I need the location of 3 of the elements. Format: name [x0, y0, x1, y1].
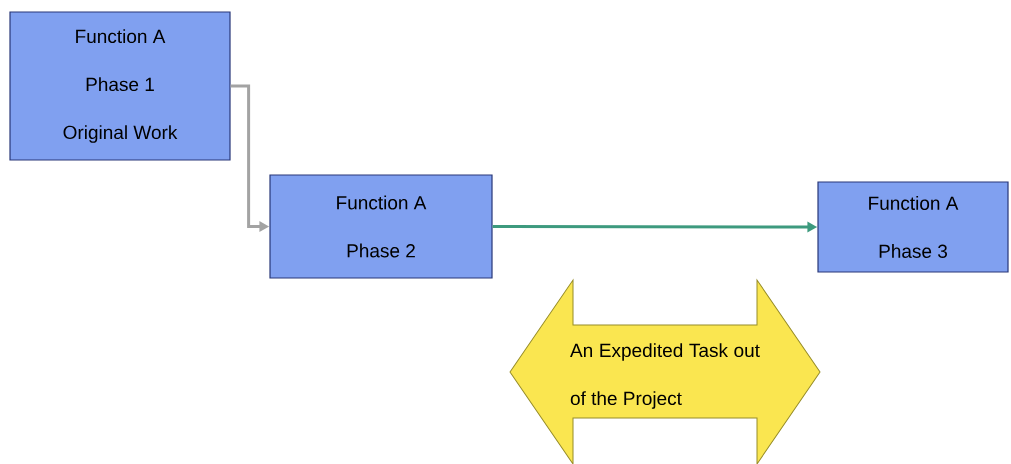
process-box: Function A Phase 2	[269, 174, 493, 279]
process-box: Function A Phase 3	[817, 181, 1009, 273]
process-box: Function A Phase 1 Original Work	[9, 11, 231, 161]
